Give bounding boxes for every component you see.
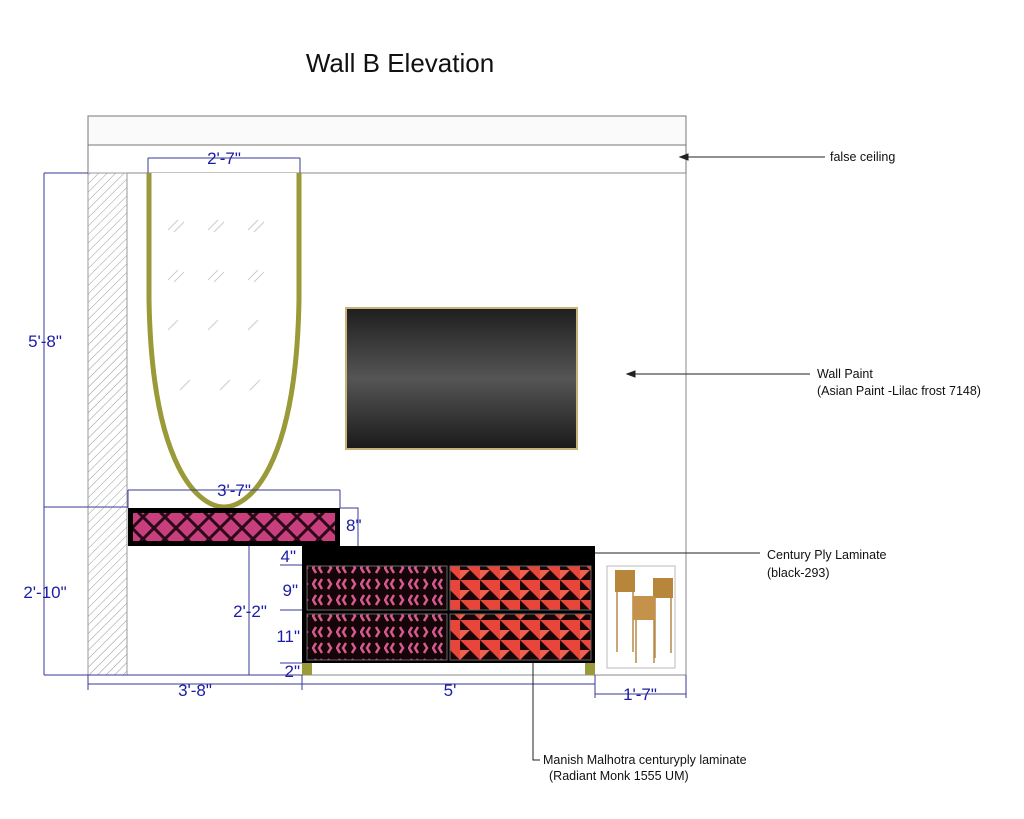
dim-upper-height: 5'-8": [28, 332, 62, 351]
dim-shelf-width: 3'-7": [217, 481, 251, 500]
dim-console-top: 4": [281, 547, 297, 566]
note-manish-spec: (Radiant Monk 1555 UM): [549, 769, 689, 783]
false-ceiling-band: [87, 144, 687, 174]
console-leg: [302, 663, 312, 675]
upper-shelf-laminate: [133, 513, 335, 541]
dim-right-offset: 1'-7": [623, 685, 657, 704]
drawer: [306, 565, 448, 611]
tv-panel: [345, 307, 578, 450]
note-manish: Manish Malhotra centuryply laminate: [543, 753, 747, 767]
note-false-ceiling: false ceiling: [830, 150, 895, 164]
ceiling-slab: [87, 115, 687, 146]
dim-shelf-thickness: 8": [346, 516, 362, 535]
drawer: [449, 565, 592, 611]
dimension-lines: [43, 157, 687, 698]
note-century-ply: Century Ply Laminate: [767, 548, 887, 562]
dim-console-height: 2'-2": [233, 602, 267, 621]
drawing-title: Wall B Elevation: [306, 48, 494, 78]
note-wall-paint-spec: (Asian Paint -Lilac frost 7148): [817, 384, 981, 398]
mirror-glass-marks: [167, 219, 265, 391]
dim-drawer-row2: 11": [276, 627, 300, 646]
dim-leg-height: 2": [285, 662, 301, 681]
drawer: [449, 613, 592, 661]
dim-mirror-width: 2'-7": [207, 149, 241, 168]
dim-left-offset: 3'-8": [178, 681, 212, 700]
dim-lower-height: 2'-10": [23, 583, 66, 602]
mirror: [146, 173, 302, 510]
dim-drawer-row1: 9": [283, 581, 299, 600]
annotation-leaders: [532, 153, 825, 761]
planter-image: [606, 565, 676, 669]
console-leg: [585, 663, 595, 675]
column-hatch: [87, 172, 128, 676]
dim-console-width: 5': [444, 681, 457, 700]
drawer: [306, 613, 448, 661]
note-wall-paint: Wall Paint: [817, 367, 873, 381]
note-century-ply-spec: (black-293): [767, 566, 830, 580]
